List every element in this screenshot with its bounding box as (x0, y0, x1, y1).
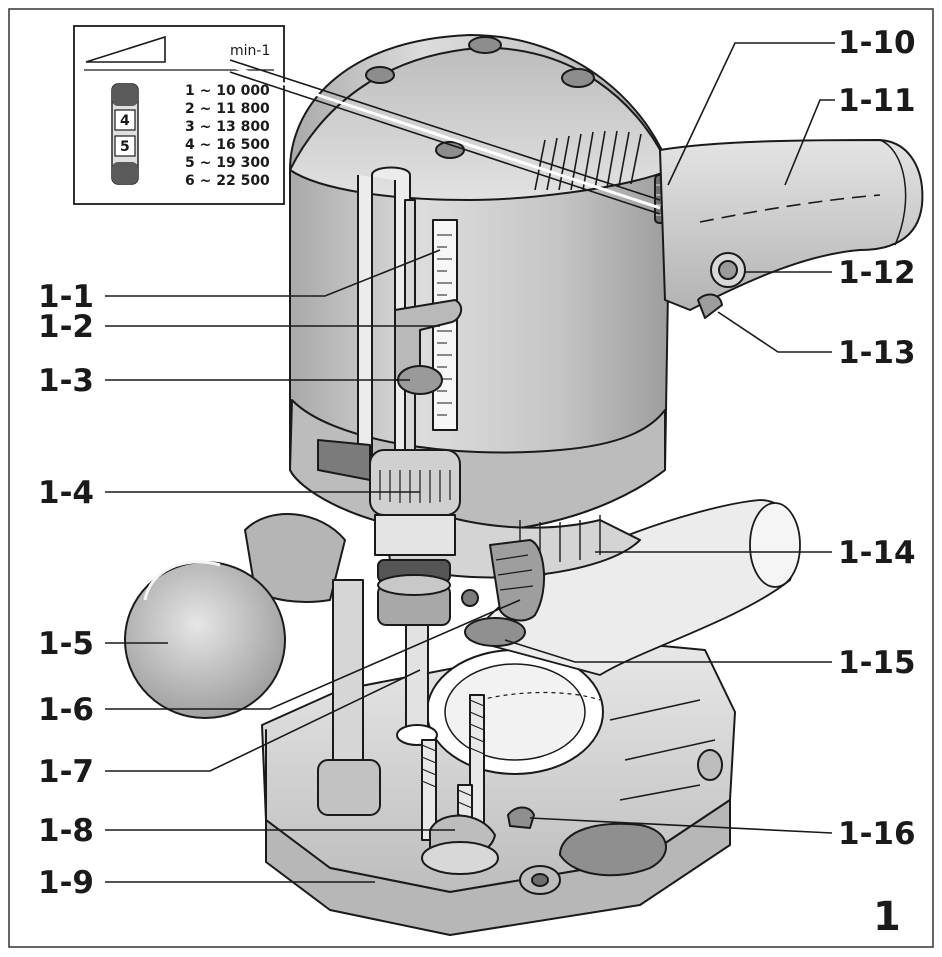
callout-1-1: 1-1 (38, 279, 94, 315)
callout-1-12: 1-12 (838, 255, 916, 291)
callout-1-7: 1-7 (38, 754, 94, 790)
collet-area (421, 694, 535, 875)
speed-ramp-icon (85, 35, 166, 63)
callout-1-10: 1-10 (838, 25, 916, 61)
callout-labels: 1-10 1-11 1-12 1-13 1-14 1-15 1-16 1-1 1… (38, 25, 916, 940)
motor-housing (289, 34, 671, 579)
callout-1-8: 1-8 (38, 813, 94, 849)
speed-table-inset: min-1 4 5 1 ~ 10 000 2 ~ 11 800 3 ~ 13 8… (73, 25, 285, 205)
callout-1-14: 1-14 (838, 535, 916, 571)
clamping-lever (461, 539, 546, 647)
left-knob (124, 513, 346, 719)
router-illustration (124, 34, 924, 936)
speed-row: 3 ~ 13 800 (185, 119, 270, 135)
speed-unit: min-1 (230, 43, 270, 59)
leader-lines (105, 42, 835, 883)
callout-1-5: 1-5 (38, 626, 94, 662)
depth-stop-assembly (317, 166, 463, 626)
speed-row: 2 ~ 11 800 (185, 101, 270, 117)
speed-row: 4 ~ 16 500 (185, 137, 270, 153)
speed-wheel-icon: 4 5 (111, 83, 139, 185)
callout-1-13: 1-13 (838, 335, 916, 371)
speed-wheel-label-5: 5 (120, 139, 130, 155)
rear-handle (659, 139, 924, 319)
figure-number: 1 (873, 894, 901, 940)
speed-row: 5 ~ 19 300 (185, 155, 270, 171)
callout-1-11: 1-11 (838, 83, 916, 119)
callout-1-3: 1-3 (38, 363, 94, 399)
callout-1-15: 1-15 (838, 645, 916, 681)
callout-1-4: 1-4 (38, 475, 94, 511)
callout-1-2: 1-2 (38, 309, 94, 345)
speed-wheel-label-4: 4 (120, 113, 130, 129)
callout-1-9: 1-9 (38, 865, 94, 901)
callout-1-6: 1-6 (38, 692, 94, 728)
speed-row: 1 ~ 10 000 (185, 83, 270, 99)
speed-row: 6 ~ 22 500 (185, 173, 270, 189)
callout-1-16: 1-16 (838, 816, 916, 852)
